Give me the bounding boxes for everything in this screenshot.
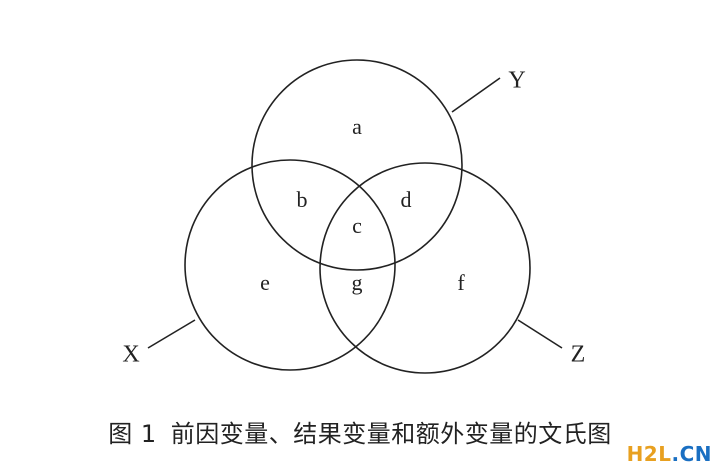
region-label-f: f: [457, 270, 465, 295]
region-label-b: b: [297, 187, 308, 212]
circle-x: [184, 159, 396, 371]
figure-number: 图 1: [108, 420, 157, 448]
region-label-d: d: [401, 187, 412, 212]
venn-diagram: Y X Z a b d c e g f: [122, 59, 586, 374]
leader-x: [147, 319, 196, 349]
region-label-c: c: [352, 213, 362, 238]
set-label-z: Z: [571, 342, 586, 368]
leader-z: [517, 319, 563, 349]
set-label-y: Y: [508, 68, 525, 94]
set-label-x: X: [122, 342, 139, 368]
figure-caption: 图 1 前因变量、结果变量和额外变量的文氏图: [0, 414, 720, 449]
watermark-h2l: H2L: [626, 442, 672, 466]
region-label-e: e: [260, 270, 270, 295]
watermark-dot: .: [671, 442, 680, 466]
figure-caption-text: 前因变量、结果变量和额外变量的文氏图: [170, 420, 612, 448]
circle-y: [251, 59, 463, 271]
watermark-cn: CN: [679, 442, 712, 466]
leader-y: [451, 77, 501, 113]
region-label-g: g: [352, 270, 363, 295]
circle-z: [319, 162, 531, 374]
watermark-logo: H2L.CN: [627, 442, 712, 466]
region-label-a: a: [352, 114, 362, 139]
